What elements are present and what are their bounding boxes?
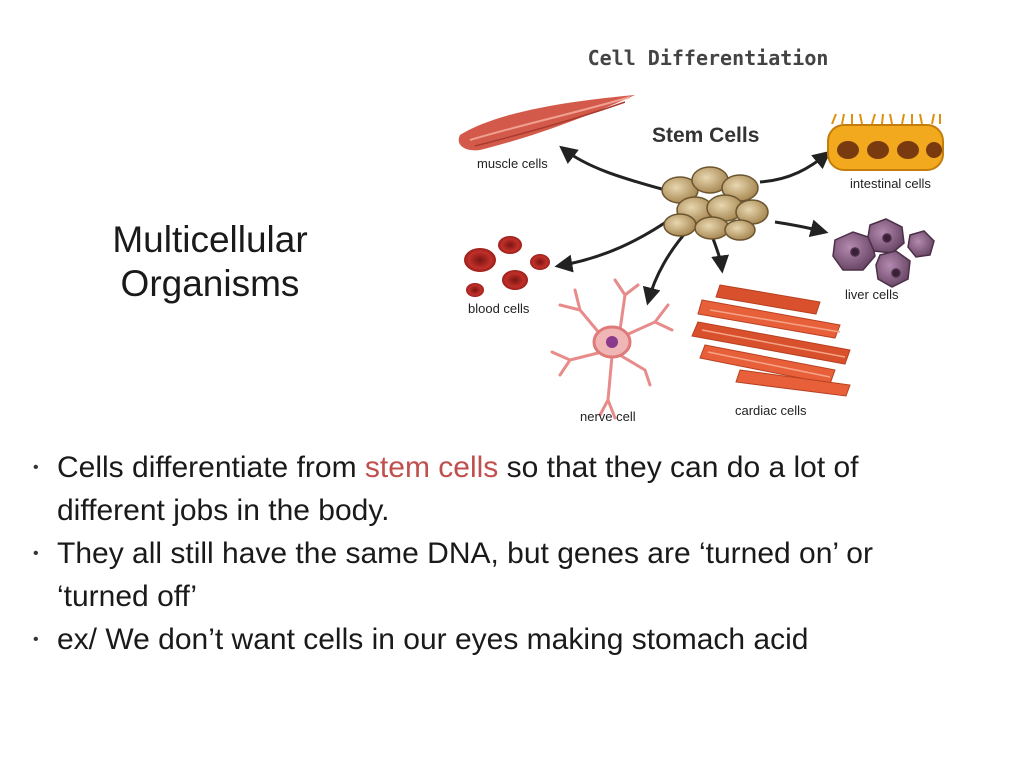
arrow-to-liver (774, 219, 829, 237)
bullet-item: •Cells differentiate from stem cells so … (33, 446, 933, 532)
arrow-to-muscle (559, 145, 666, 192)
label-liver-cells: liver cells (845, 287, 899, 302)
slide-title: Multicellular Organisms (112, 219, 308, 304)
label-blood-cells: blood cells (468, 301, 530, 316)
label-stem-cells: Stem Cells (652, 124, 760, 147)
intestinal-cells-shape (827, 113, 944, 171)
label-cardiac-cells: cardiac cells (735, 403, 807, 418)
nerve-cell-shape (550, 278, 674, 420)
label-muscle-cells: muscle cells (477, 156, 548, 171)
cell-differentiation-figure: Cell Differentiation Stem Cells muscle c… (440, 40, 960, 430)
stem-cells-cluster (661, 166, 769, 241)
muscle-cell-shape (458, 95, 635, 151)
label-intestinal-cells: intestinal cells (850, 176, 931, 191)
bullet-dot: • (33, 631, 39, 648)
figure-title: Cell Differentiation (587, 46, 829, 70)
label-nerve-cell: nerve cell (580, 409, 636, 424)
cell-differentiation-illustration (458, 95, 944, 420)
bullet-list: •Cells differentiate from stem cells so … (33, 446, 933, 661)
bullet-dot: • (33, 545, 39, 562)
cardiac-cells-shape (691, 284, 851, 397)
arrow-to-intestinal (759, 150, 831, 184)
arrow-to-blood (554, 216, 673, 273)
blood-cells-shape (464, 236, 550, 297)
bullet-item: •They all still have the same DNA, but g… (33, 532, 933, 618)
bullet-dot: • (33, 459, 39, 476)
highlight-stem-cells: stem cells (364, 451, 499, 484)
arrow-to-nerve (642, 228, 690, 306)
liver-cells-shape (832, 218, 935, 288)
bullet-item: •ex/ We don’t want cells in our eyes mak… (33, 618, 933, 661)
